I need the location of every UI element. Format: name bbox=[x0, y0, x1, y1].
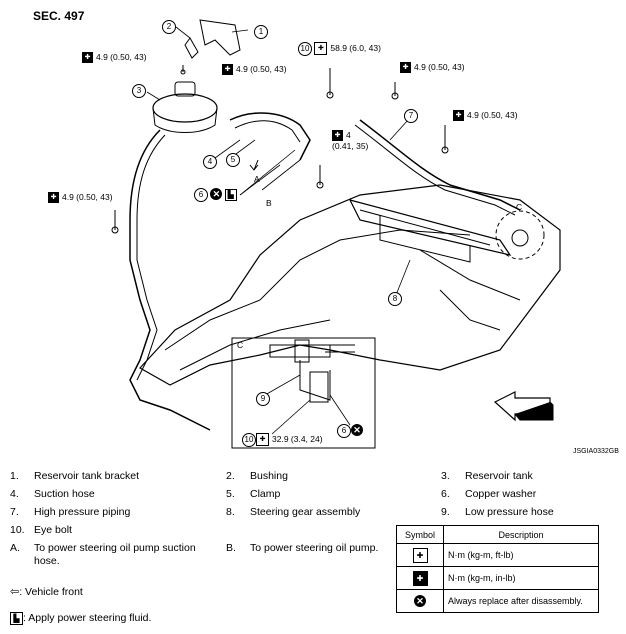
legend-item-a: A.To power steering oil pump suction hos… bbox=[10, 542, 196, 567]
legend-item-4: 4.Suction hose bbox=[10, 488, 95, 500]
symbol-desc: N·m (kg-m, in-lb) bbox=[443, 566, 599, 590]
torque-icon: ✚ bbox=[82, 52, 93, 64]
note-apply-fluid: ▙: Apply power steering fluid. bbox=[10, 612, 230, 626]
callout-9: 9 bbox=[256, 392, 270, 406]
high-pressure-piping bbox=[359, 119, 521, 211]
symbol-desc: Always replace after disassembly. bbox=[443, 589, 599, 613]
legend-item-b: B.To power steering oil pump. bbox=[226, 542, 379, 554]
torque-icon: ✚ bbox=[314, 42, 328, 56]
torque-icon: ✚ bbox=[453, 110, 464, 122]
torque-in-lb-icon: ✚ bbox=[412, 570, 428, 586]
always-replace-icon: ✕ bbox=[210, 188, 223, 200]
torque-callout-top-left: ✚4.9 (0.50, 43) bbox=[82, 52, 147, 64]
torque-icon: ✚ bbox=[400, 62, 411, 74]
bolts bbox=[111, 65, 449, 234]
symbol-row-ft-lb: ✚ N·m (kg-m, ft-lb) bbox=[396, 543, 599, 567]
symbol-row-replace: ✕ Always replace after disassembly. bbox=[396, 589, 599, 613]
torque-callout-reservoir: ✚4.9 (0.50, 43) bbox=[222, 64, 287, 76]
callout-3: 3 bbox=[132, 84, 146, 98]
callout-1: 1 bbox=[254, 25, 268, 39]
symbol-table: Symbol Description ✚ N·m (kg-m, ft-lb) ✚… bbox=[396, 525, 599, 613]
always-replace-icon: ✕ bbox=[351, 424, 363, 436]
reservoir-tank bbox=[152, 93, 218, 123]
vehicle-front-icon: ⇦ bbox=[10, 586, 20, 598]
callout-4: 4 bbox=[203, 155, 217, 169]
legend-item-5: 5.Clamp bbox=[226, 488, 281, 500]
torque-callout-detail-c: 10✚32.9 (3.4, 24) bbox=[242, 433, 323, 447]
legend-item-9: 9.Low pressure hose bbox=[441, 506, 554, 518]
legend-item-8: 8.Steering gear assembly bbox=[226, 506, 361, 518]
legend-item-6: 6.Copper washer bbox=[441, 488, 537, 500]
steering-system-diagram bbox=[111, 19, 561, 449]
label-c: C bbox=[516, 202, 523, 212]
legend-item-7: 7.High pressure piping bbox=[10, 506, 131, 518]
legend-item-2: 2.Bushing bbox=[226, 470, 288, 482]
torque-callout-top-mid-right: ✚4.9 (0.50, 43) bbox=[400, 62, 465, 74]
detail-c-box bbox=[231, 337, 376, 449]
label-a: A bbox=[254, 174, 260, 184]
reservoir-bracket bbox=[199, 19, 241, 56]
section-title: SEC. 497 bbox=[33, 9, 85, 23]
torque-icon: ✚ bbox=[222, 64, 233, 76]
torque-icon: ✚ bbox=[256, 433, 269, 447]
header-symbol: Symbol bbox=[396, 525, 444, 544]
torque-icon: ✚ bbox=[332, 130, 343, 142]
leader-lines bbox=[146, 26, 411, 296]
callout-7: 7 bbox=[404, 109, 418, 123]
detail-c-label: C bbox=[237, 340, 244, 350]
torque-ft-lb-icon: ✚ bbox=[412, 547, 428, 563]
legend-item-1: 1.Reservoir tank bracket bbox=[10, 470, 140, 482]
symbol-table-header: Symbol Description bbox=[396, 525, 599, 544]
symbol-row-in-lb: ✚ N·m (kg-m, in-lb) bbox=[396, 566, 599, 590]
suction-hose bbox=[229, 112, 311, 161]
torque-callout-right: ✚4.9 (0.50, 43) bbox=[453, 110, 518, 122]
symbol-desc: N·m (kg-m, ft-lb) bbox=[443, 543, 599, 567]
torque-icon: ✚ bbox=[48, 192, 59, 204]
return-line bbox=[129, 129, 211, 431]
steering-gear bbox=[348, 199, 512, 256]
callout-8: 8 bbox=[388, 292, 402, 306]
apply-fluid-icon: ▙ bbox=[224, 189, 237, 201]
torque-callout-eyebolt-top: 10 ✚58.9 (6.0, 43) bbox=[298, 42, 381, 56]
subframe-outline bbox=[139, 184, 561, 386]
label-b: B bbox=[266, 198, 272, 208]
legend-item-3: 3.Reservoir tank bbox=[441, 470, 533, 482]
apply-fluid-icon: ▙ bbox=[10, 612, 23, 625]
header-description: Description bbox=[443, 525, 599, 544]
callout-2: 2 bbox=[162, 20, 176, 34]
legend-item-10: 10.Eye bolt bbox=[10, 524, 72, 536]
callout-6-detail: 6✕ bbox=[337, 424, 363, 438]
image-reference: JSGIA0332GB bbox=[573, 448, 619, 455]
callout-6-main: 6 ✕ ▙ bbox=[194, 188, 237, 202]
note-vehicle-front: ⇦: Vehicle front bbox=[10, 586, 83, 598]
callout-5: 5 bbox=[226, 153, 240, 167]
torque-callout-left: ✚4.9 (0.50, 43) bbox=[48, 192, 113, 204]
always-replace-icon: ✕ bbox=[414, 595, 426, 607]
torque-callout-small: ✚4(0.41, 35) bbox=[332, 130, 369, 152]
